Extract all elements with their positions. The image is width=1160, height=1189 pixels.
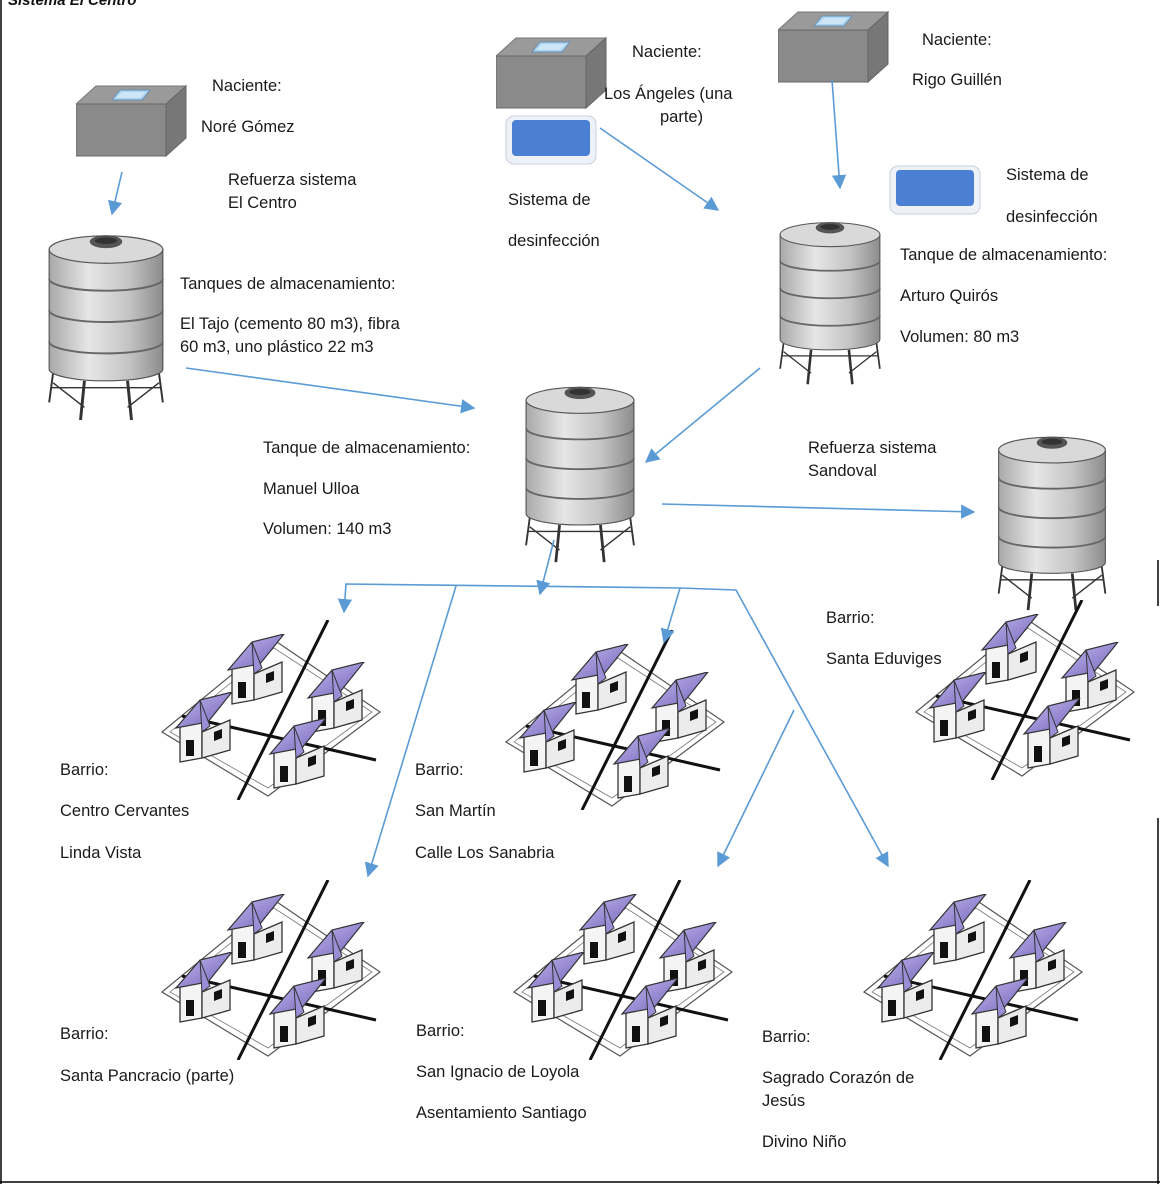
- barrio-martin-name2: Calle Los Sanabria: [415, 844, 555, 862]
- barrio-cervantes-name2: Linda Vista: [60, 844, 142, 862]
- barrio-martin-name1: San Martín: [415, 802, 496, 820]
- tank-icon: [778, 221, 882, 386]
- barrio-cervantes-name1: Centro Cervantes: [60, 802, 190, 820]
- flow-arrow: [337, 583, 681, 614]
- barrio-ignacio-label: Barrio:: [416, 1022, 465, 1040]
- flow-arrow: [679, 587, 889, 868]
- flow-arrow: [185, 367, 476, 414]
- barrio-ignacio-name2: Asentamiento Santiago: [416, 1104, 587, 1122]
- tank-icon: [997, 435, 1107, 612]
- barrio-martin-label: Barrio:: [415, 761, 464, 779]
- barrio-sagrado-name1-cont: Jesús: [762, 1092, 806, 1110]
- naciente-rigo-name: Rigo Guillén: [912, 71, 1002, 89]
- desinfeccion-1-line2: desinfección: [508, 232, 600, 250]
- barrio-sagrado-name2: Divino Niño: [762, 1133, 847, 1151]
- refuerza-centro-line1: Refuerza sistema: [228, 171, 357, 189]
- barrio-pancracio-label: Barrio:: [60, 1025, 109, 1043]
- desinfeccion-2-line2: desinfección: [1006, 208, 1098, 226]
- flow-arrow: [536, 539, 555, 596]
- refuerza-sandoval-line1: Refuerza sistema: [808, 439, 937, 457]
- tanque-manuel-name: Manuel Ulloa: [263, 480, 360, 498]
- desinfeccion-1-line1: Sistema de: [508, 191, 591, 209]
- refuerza-centro-line2: El Centro: [228, 194, 297, 212]
- naciente-angeles-line2: parte): [660, 108, 704, 126]
- tank-icon: [47, 234, 165, 422]
- neighborhood-icon: [162, 880, 380, 1060]
- tanques-tajo-line1: El Tajo (cemento 80 m3), fibra: [180, 315, 400, 333]
- flow-arrow: [644, 367, 761, 463]
- barrio-ignacio-name1: San Ignacio de Loyola: [416, 1063, 580, 1081]
- diagram-title: Sistema El Centro: [8, 0, 137, 9]
- flow-arrow: [364, 585, 457, 878]
- naciente-angeles-line1: Los Ángeles (una: [604, 85, 733, 103]
- neighborhood-icon: [514, 880, 732, 1060]
- naciente-rigo-label: Naciente:: [922, 31, 992, 49]
- tank-icon: [524, 385, 636, 564]
- barrio-eduviges-label: Barrio:: [826, 609, 875, 627]
- barrio-eduviges-name: Santa Eduviges: [826, 650, 942, 668]
- tanque-manuel-heading: Tanque de almacenamiento:: [263, 439, 471, 457]
- barrio-cervantes-label: Barrio:: [60, 761, 109, 779]
- refuerza-sandoval-line2: Sandoval: [808, 462, 877, 480]
- tanque-arturo-heading: Tanque de almacenamiento:: [900, 246, 1108, 264]
- spring-icon: [778, 11, 889, 83]
- flow-arrow: [717, 709, 795, 868]
- flow-arrow: [599, 127, 720, 211]
- flow-arrow: [661, 503, 976, 519]
- tanques-tajo-heading: Tanques de almacenamiento:: [180, 275, 396, 293]
- barrio-sagrado-name1: Sagrado Corazón de: [762, 1069, 915, 1087]
- neighborhood-icon: [162, 620, 380, 800]
- disinfection-icon: [505, 115, 597, 165]
- flow-arrow: [107, 171, 123, 216]
- tanque-manuel-volume: Volumen: 140 m3: [263, 520, 392, 538]
- barrio-pancracio-name: Santa Pancracio (parte): [60, 1067, 235, 1085]
- barrio-sagrado-label: Barrio:: [762, 1028, 811, 1046]
- disinfection-icon: [889, 165, 981, 215]
- desinfeccion-2-line1: Sistema de: [1006, 166, 1089, 184]
- tanque-arturo-volume: Volumen: 80 m3: [900, 328, 1020, 346]
- naciente-angeles-label: Naciente:: [632, 43, 702, 61]
- naciente-nore-label: Naciente:: [212, 77, 282, 95]
- tanques-tajo-line2: 60 m3, uno plástico 22 m3: [180, 338, 374, 356]
- spring-icon: [76, 85, 187, 157]
- naciente-nore-name: Noré Gómez: [201, 118, 295, 136]
- tanque-arturo-name: Arturo Quirós: [900, 287, 999, 305]
- flow-arrow: [831, 79, 847, 190]
- spring-icon: [496, 37, 607, 109]
- neighborhood-icon: [506, 630, 724, 810]
- flow-arrow: [660, 587, 681, 644]
- neighborhood-icon: [864, 880, 1082, 1060]
- neighborhood-icon: [916, 600, 1134, 780]
